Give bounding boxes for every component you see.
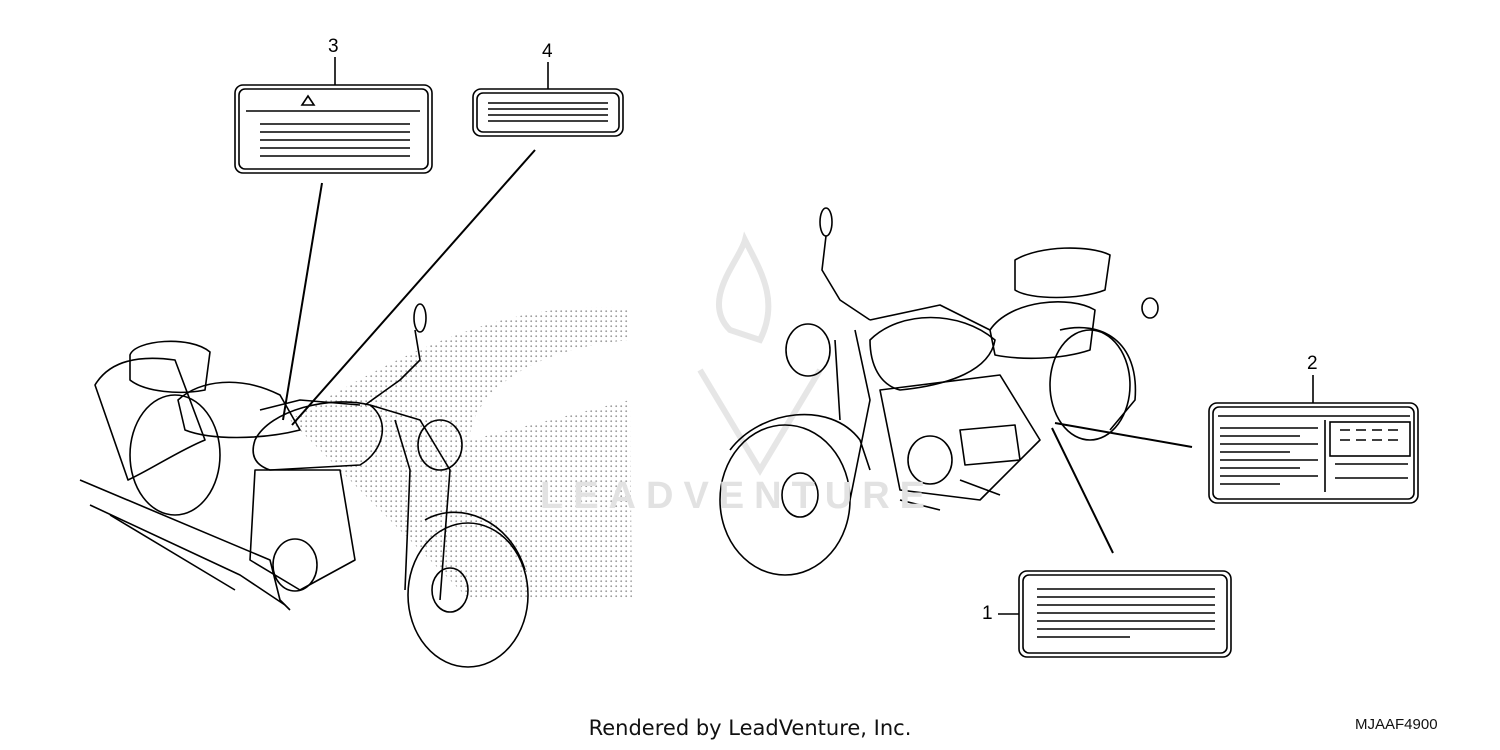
motorcycle-right [719, 207, 1159, 576]
label-2-graphic [1208, 402, 1419, 504]
label-4-graphic [472, 88, 624, 137]
callout-1: 1 [982, 603, 993, 624]
footer-credit: Rendered by LeadVenture, Inc. [588, 716, 912, 740]
pointer-line-3 [282, 182, 323, 421]
callout-2: 2 [1307, 353, 1318, 374]
callout-4: 4 [542, 41, 553, 62]
motorcycle-left [79, 303, 529, 668]
label-1-graphic [1018, 570, 1232, 658]
watermark-text: LEADVENTURE [540, 475, 936, 517]
callout-3: 3 [328, 36, 339, 57]
pointer-line-1 [1051, 427, 1114, 554]
label-3-graphic [234, 84, 433, 174]
pointer-line-4 [291, 149, 536, 426]
watermark-logo [697, 231, 823, 476]
pointer-line-2 [1054, 422, 1193, 448]
diagram-code: MJAAF4900 [1355, 716, 1438, 733]
